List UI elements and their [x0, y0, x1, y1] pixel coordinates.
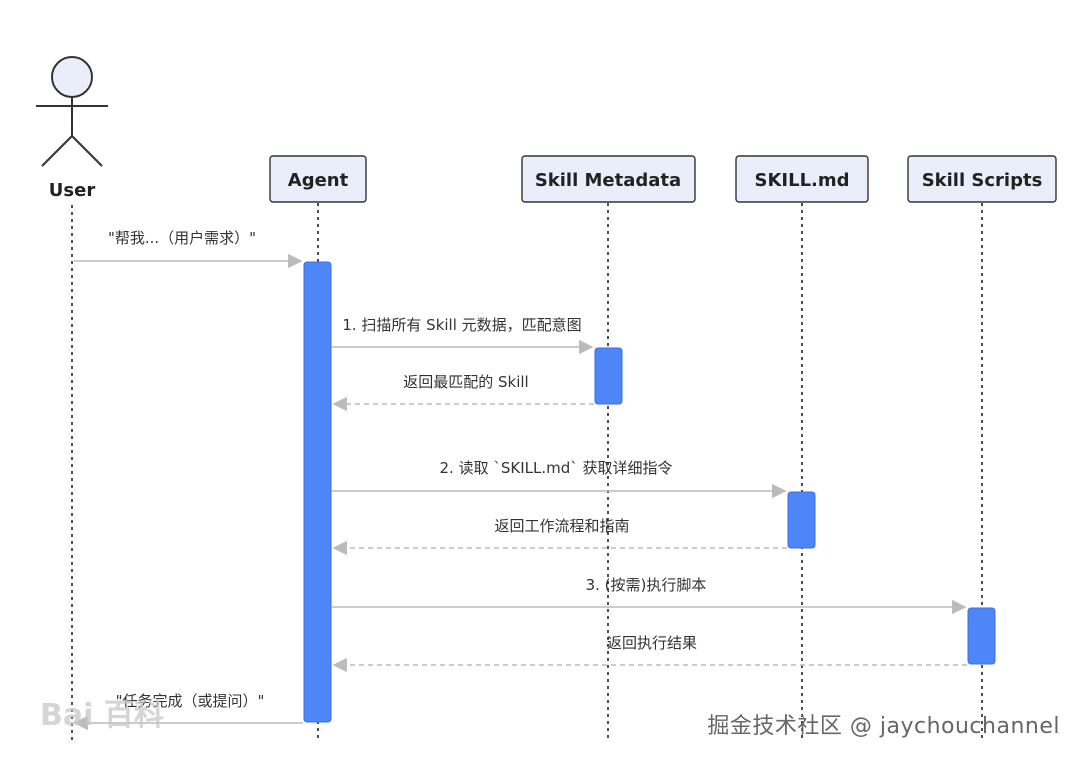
participant-skill-md: SKILL.md — [735, 155, 869, 203]
message-2-label: 1. 扫描所有 Skill 元数据，匹配意图 — [342, 316, 581, 334]
participant-skill-metadata: Skill Metadata — [521, 155, 696, 203]
message-3: 返回最匹配的 Skill — [332, 373, 594, 412]
message-1-label: "帮我...（用户需求）" — [108, 229, 256, 247]
message-6: 3. (按需)执行脚本 — [332, 576, 967, 615]
message-8: "任务完成（或提问）" — [73, 692, 303, 731]
participant-skill-metadata-label: Skill Metadata — [535, 170, 681, 191]
participant-user-label: User — [49, 180, 96, 201]
participant-agent: Agent — [269, 155, 367, 203]
juejin-watermark: 掘金技术社区 @ jaychouchannel — [707, 714, 1060, 739]
participant-agent-label: Agent — [288, 170, 349, 191]
message-7-label: 返回执行结果 — [607, 634, 697, 652]
user-actor-icon — [36, 56, 108, 167]
activation-skill-scripts — [967, 607, 996, 665]
message-8-label: "任务完成（或提问）" — [116, 692, 265, 710]
participant-skill-scripts: Skill Scripts — [907, 155, 1057, 203]
message-3-label: 返回最匹配的 Skill — [403, 373, 528, 391]
message-1: "帮我...（用户需求）" — [74, 229, 303, 269]
message-6-label: 3. (按需)执行脚本 — [586, 576, 707, 594]
message-4: 2. 读取 `SKILL.md` 获取详细指令 — [332, 459, 787, 499]
message-7: 返回执行结果 — [332, 634, 967, 673]
participant-skill-scripts-label: Skill Scripts — [922, 170, 1043, 191]
message-5: 返回工作流程和指南 — [332, 517, 787, 556]
message-2: 1. 扫描所有 Skill 元数据，匹配意图 — [332, 316, 594, 355]
message-4-label: 2. 读取 `SKILL.md` 获取详细指令 — [439, 459, 672, 477]
baidu-watermark: Bai 百科 — [40, 698, 164, 733]
activation-agent — [303, 261, 332, 723]
message-5-label: 返回工作流程和指南 — [494, 517, 629, 535]
activation-skill-md — [787, 491, 816, 549]
participant-skill-md-label: SKILL.md — [754, 170, 849, 191]
activation-skill-metadata — [594, 347, 623, 405]
